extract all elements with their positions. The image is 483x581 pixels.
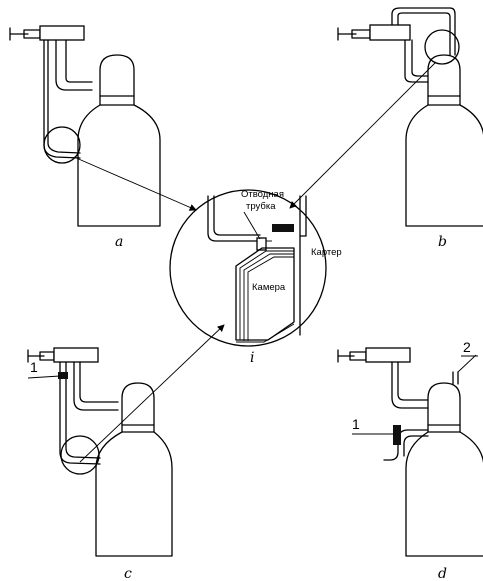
caption-i: i	[250, 350, 254, 366]
caption-b: b	[438, 234, 447, 250]
diagram-c: 1 c	[27, 347, 173, 581]
bottle-d	[405, 382, 483, 557]
crankcase-gasket	[272, 224, 294, 232]
detail-circle-a	[43, 126, 81, 164]
callout-1-d: 1	[352, 416, 360, 432]
bottle-a	[77, 54, 161, 227]
caption-d: d	[438, 566, 447, 581]
detail-view-i: Отводная трубка Картер Камера i	[169, 189, 342, 366]
outlet-tube	[207, 195, 261, 242]
pipe-a	[55, 39, 93, 91]
detail-circle-c	[60, 435, 100, 475]
pipe-b	[391, 7, 456, 56]
nozzle-a	[9, 25, 85, 41]
label-chamber: Камера	[252, 282, 286, 293]
callout-2-d: 2	[463, 339, 471, 355]
bottle-c	[95, 382, 173, 557]
pipe-c	[73, 361, 119, 411]
leader-outlet-tube	[243, 211, 261, 240]
breather-2-d	[452, 371, 459, 385]
label-outlet-tube: Отводная	[241, 189, 284, 200]
chamber	[235, 247, 295, 343]
leader-2-d	[457, 354, 477, 373]
caption-c: c	[124, 566, 132, 581]
pipe-d	[391, 361, 429, 409]
label-crankcase: Картер	[311, 247, 342, 258]
side-pipe-b	[404, 39, 429, 83]
detail-circle-i	[169, 189, 327, 347]
vent-tube-a	[43, 39, 81, 159]
crankcase-wall	[299, 195, 307, 336]
caption-a: a	[115, 234, 123, 250]
bottle-b	[405, 54, 483, 227]
label-outlet-tube-2: трубка	[246, 201, 276, 212]
outlet-fitting	[256, 237, 267, 251]
nozzle-d	[337, 347, 411, 363]
clamp-1-c	[58, 372, 68, 379]
diagram-a: a	[9, 25, 161, 250]
nozzle-b	[337, 24, 411, 41]
clamp-1-d	[393, 425, 401, 445]
detail-circle-b	[424, 29, 460, 65]
nozzle-c	[27, 347, 99, 363]
vent-tube-d	[383, 429, 429, 461]
detail-arrows	[73, 61, 437, 463]
diagram-d: 1 2 d	[337, 339, 483, 581]
diagram-b: b	[337, 7, 483, 250]
leader-1-c	[27, 375, 61, 379]
vent-tube-c	[59, 361, 101, 465]
callout-1-c: 1	[30, 359, 38, 375]
